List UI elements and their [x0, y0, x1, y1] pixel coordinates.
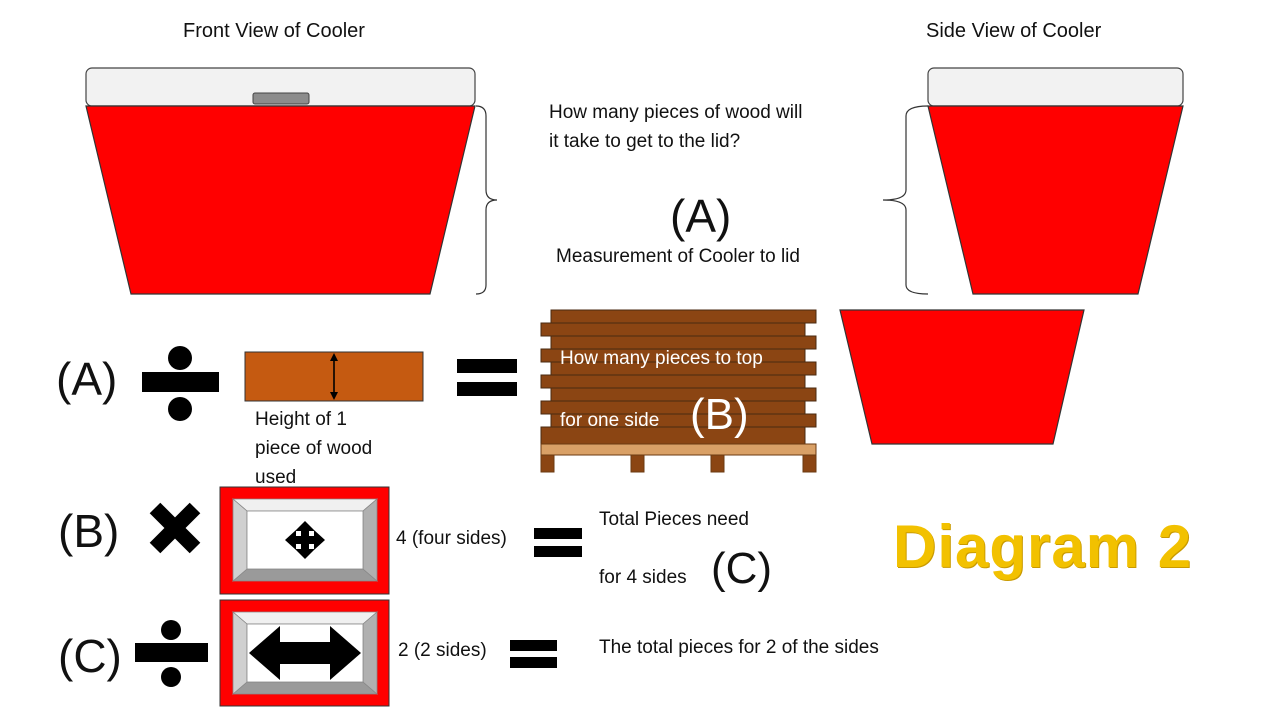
multiply-icon [149, 502, 201, 554]
side-cooler-lid [927, 67, 1184, 107]
side-cooler [927, 67, 1184, 295]
row-c-label: (C) [58, 630, 122, 682]
row-c-divisor: 2 (2 sides) [398, 640, 487, 661]
measurement-caption: Measurement of Cooler to lid [556, 246, 800, 267]
side-view-title: Side View of Cooler [926, 20, 1102, 42]
stack-label-line2: for one side [560, 410, 660, 431]
front-view-title: Front View of Cooler [183, 20, 365, 42]
equals-icon [510, 640, 557, 668]
equals-icon [457, 359, 517, 396]
divide-icon [135, 620, 208, 687]
row-a-label: (A) [56, 353, 118, 405]
diagram-title: Diagram 2 [893, 513, 1193, 580]
wood-pallet [540, 443, 817, 473]
front-cooler-body [85, 105, 476, 295]
question-line2: it take to get to the lid? [549, 131, 741, 152]
stack-label-b: (B) [690, 390, 749, 439]
equals-icon [534, 528, 582, 557]
height-arrow-icon [330, 353, 338, 400]
four-way-arrow-icon [285, 521, 325, 559]
measurement-label-a: (A) [670, 190, 732, 242]
divide-icon [142, 346, 219, 421]
row-b-result-c: (C) [711, 544, 773, 593]
partial-cooler-body [839, 309, 1085, 445]
front-cooler-handle [252, 92, 310, 105]
wood-caption-line3: used [255, 467, 297, 488]
stack-label-line1: How many pieces to top [560, 348, 763, 369]
row-c-result: The total pieces for 2 of the sides [599, 637, 879, 658]
side-brace [882, 105, 929, 295]
wood-caption-line2: piece of wood [255, 438, 373, 459]
two-way-arrow-icon [249, 626, 361, 680]
row-b-result-line1: Total Pieces need [599, 509, 749, 530]
wood-caption-line1: Height of 1 [255, 409, 347, 430]
row-b-result-line2: for 4 sides [599, 567, 687, 588]
front-brace [475, 105, 498, 295]
front-cooler [85, 67, 476, 295]
wood-stack [540, 309, 817, 445]
question-line1: How many pieces of wood will [549, 102, 803, 123]
row-b-label: (B) [58, 505, 120, 557]
row-b-multiplier: 4 (four sides) [396, 528, 507, 549]
side-cooler-body [927, 105, 1184, 295]
